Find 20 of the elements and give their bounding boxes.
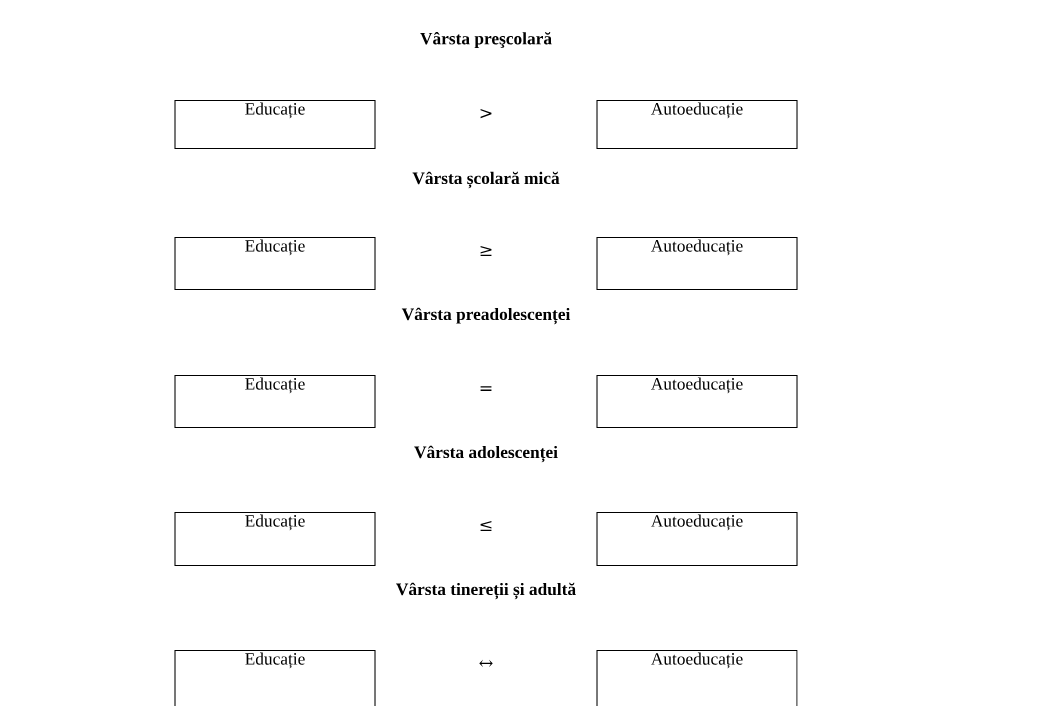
text-box: Educație xyxy=(174,237,376,291)
text-box: Educație xyxy=(174,650,376,706)
age-heading: Vârsta tinereții și adultă xyxy=(396,582,576,600)
relation-sign: ≥ xyxy=(480,245,492,256)
age-heading: Vârsta adolescenței xyxy=(414,445,558,463)
relation-sign: > xyxy=(480,108,492,119)
text-box: Autoeducație xyxy=(596,512,798,567)
relation-sign: = xyxy=(480,386,492,391)
text-box: Educație xyxy=(174,375,376,429)
age-heading: Vârsta preadolescenței xyxy=(401,307,571,325)
age-heading: Vârsta școlară mică xyxy=(412,171,560,189)
age-heading: Vârsta preşcolară xyxy=(420,32,552,48)
relation-sign: ≤ xyxy=(480,520,492,531)
text-box: Autoeducație xyxy=(596,650,798,706)
relation-sign: ↔ xyxy=(479,659,493,667)
text-box: Autoeducație xyxy=(596,237,798,291)
text-box: Autoeducație xyxy=(596,100,798,150)
text-box: Autoeducație xyxy=(596,375,798,429)
text-box: Educație xyxy=(174,512,376,567)
text-box: Educație xyxy=(174,100,376,150)
